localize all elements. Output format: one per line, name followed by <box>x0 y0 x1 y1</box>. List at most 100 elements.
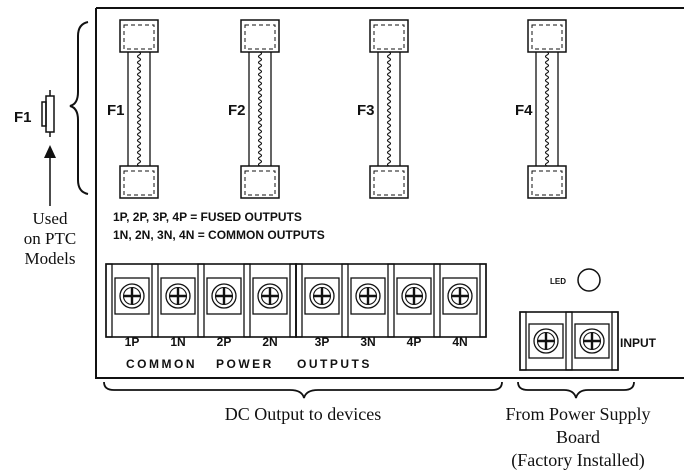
screw-slot <box>584 333 600 349</box>
fuse-cap-top-inner <box>373 24 405 50</box>
fuse-cap-top-inner <box>244 24 276 50</box>
fuse-cap-bottom-inner <box>531 170 563 196</box>
terminal-frame <box>252 277 288 315</box>
terminal-label: 3N <box>360 335 375 349</box>
terminal-wall <box>479 263 487 338</box>
terminal-3p: 3P <box>295 263 340 349</box>
screw-icon <box>401 283 427 309</box>
left-brace <box>69 21 89 195</box>
terminal-label: 4P <box>407 335 422 349</box>
screw-head <box>168 286 188 306</box>
fuse-4: F4 <box>515 19 567 199</box>
screw-icon <box>447 283 473 309</box>
terminal-frame <box>304 277 340 315</box>
terminal-block-right <box>295 263 487 338</box>
terminal-frame <box>528 323 564 359</box>
screw-head <box>260 286 280 306</box>
fuse-label: F1 <box>107 102 125 119</box>
screw-slot <box>406 288 422 304</box>
section-word-power: POWER <box>216 357 274 371</box>
up-arrow-head <box>44 145 56 158</box>
terminal-frame <box>574 323 610 359</box>
terminal-wall <box>105 263 113 338</box>
screw-slot <box>314 288 330 304</box>
screw-head <box>312 286 332 306</box>
screw-head <box>450 286 470 306</box>
section-word-common: COMMON <box>126 357 197 371</box>
screw-icon <box>579 328 605 354</box>
terminal-frame <box>160 277 196 315</box>
board-outline <box>95 8 684 379</box>
terminal-wall <box>197 263 205 338</box>
section-word-outputs: OUTPUTS <box>297 357 372 371</box>
screw-icon <box>309 283 335 309</box>
terminal-2p: 2P <box>197 263 242 349</box>
fuse-cap-bottom-inner <box>373 170 405 196</box>
terminal-label: 2P <box>217 335 232 349</box>
screw-head <box>404 286 424 306</box>
terminal-label: 4N <box>452 335 467 349</box>
caption-psb-line-1: From Power Supply <box>505 404 650 424</box>
used-line-1: Used <box>33 209 68 228</box>
fuse-label: F2 <box>228 102 246 119</box>
terminal-label: 2N <box>262 335 277 349</box>
fuse-element <box>544 51 550 167</box>
terminal-4n: 4N <box>433 263 478 349</box>
terminal-wall <box>243 263 251 338</box>
screw-head <box>214 286 234 306</box>
terminal-wall <box>565 311 573 371</box>
terminal-wall <box>519 311 527 371</box>
fuse-element <box>257 51 263 167</box>
led-label: LED <box>550 277 566 286</box>
screw-icon <box>533 328 559 354</box>
terminal-frame <box>396 277 432 315</box>
input-terminal-2 <box>565 311 610 371</box>
fuse-cap-bottom-inner <box>123 170 155 196</box>
terminal-frame <box>206 277 242 315</box>
led-indicator <box>577 268 601 292</box>
side-fuse-icon <box>41 90 55 137</box>
screw-icon <box>165 283 191 309</box>
input-terminal-block <box>519 311 619 371</box>
fuse-1: F1 <box>107 19 159 199</box>
screw-head <box>358 286 378 306</box>
used-line-3: Models <box>25 249 76 268</box>
fuse-cap-top-inner <box>531 24 563 50</box>
fuse-label: F4 <box>515 102 533 119</box>
caption-psb-line-2: Board <box>556 427 600 447</box>
terminal-frame <box>442 277 478 315</box>
terminal-1n: 1N <box>151 263 196 349</box>
terminal-2n: 2N <box>243 263 288 349</box>
input-terminal-1 <box>519 311 564 371</box>
screw-icon <box>257 283 283 309</box>
terminal-wall <box>151 263 159 338</box>
fuse-3: F3 <box>357 19 409 199</box>
fuse-cap-top-inner <box>123 24 155 50</box>
input-label: INPUT <box>620 336 657 350</box>
screw-slot <box>262 288 278 304</box>
caption-dc-output: DC Output to devices <box>225 404 381 424</box>
input-block-outline <box>519 311 619 371</box>
screw-slot <box>538 333 554 349</box>
terminal-wall <box>295 263 303 338</box>
terminal-wall <box>433 263 441 338</box>
fuse-label: F3 <box>357 102 375 119</box>
terminal-1p: 1P <box>105 263 150 349</box>
terminal-wall <box>611 311 619 371</box>
screw-slot <box>124 288 140 304</box>
fuse-2: F2 <box>228 19 280 199</box>
screw-icon <box>211 283 237 309</box>
note-common-outputs: 1N, 2N, 3N, 4N = COMMON OUTPUTS <box>113 228 325 242</box>
note-fused-outputs: 1P, 2P, 3P, 4P = FUSED OUTPUTS <box>113 210 302 224</box>
terminal-wall <box>341 263 349 338</box>
screw-head <box>536 331 556 351</box>
terminal-label: 3P <box>315 335 330 349</box>
fuse-element <box>386 51 392 167</box>
fuse-cap-bottom-inner <box>244 170 276 196</box>
screw-slot <box>452 288 468 304</box>
terminal-3n: 3N <box>341 263 386 349</box>
side-fuse-label: F1 <box>14 109 32 126</box>
terminal-wall <box>387 263 395 338</box>
